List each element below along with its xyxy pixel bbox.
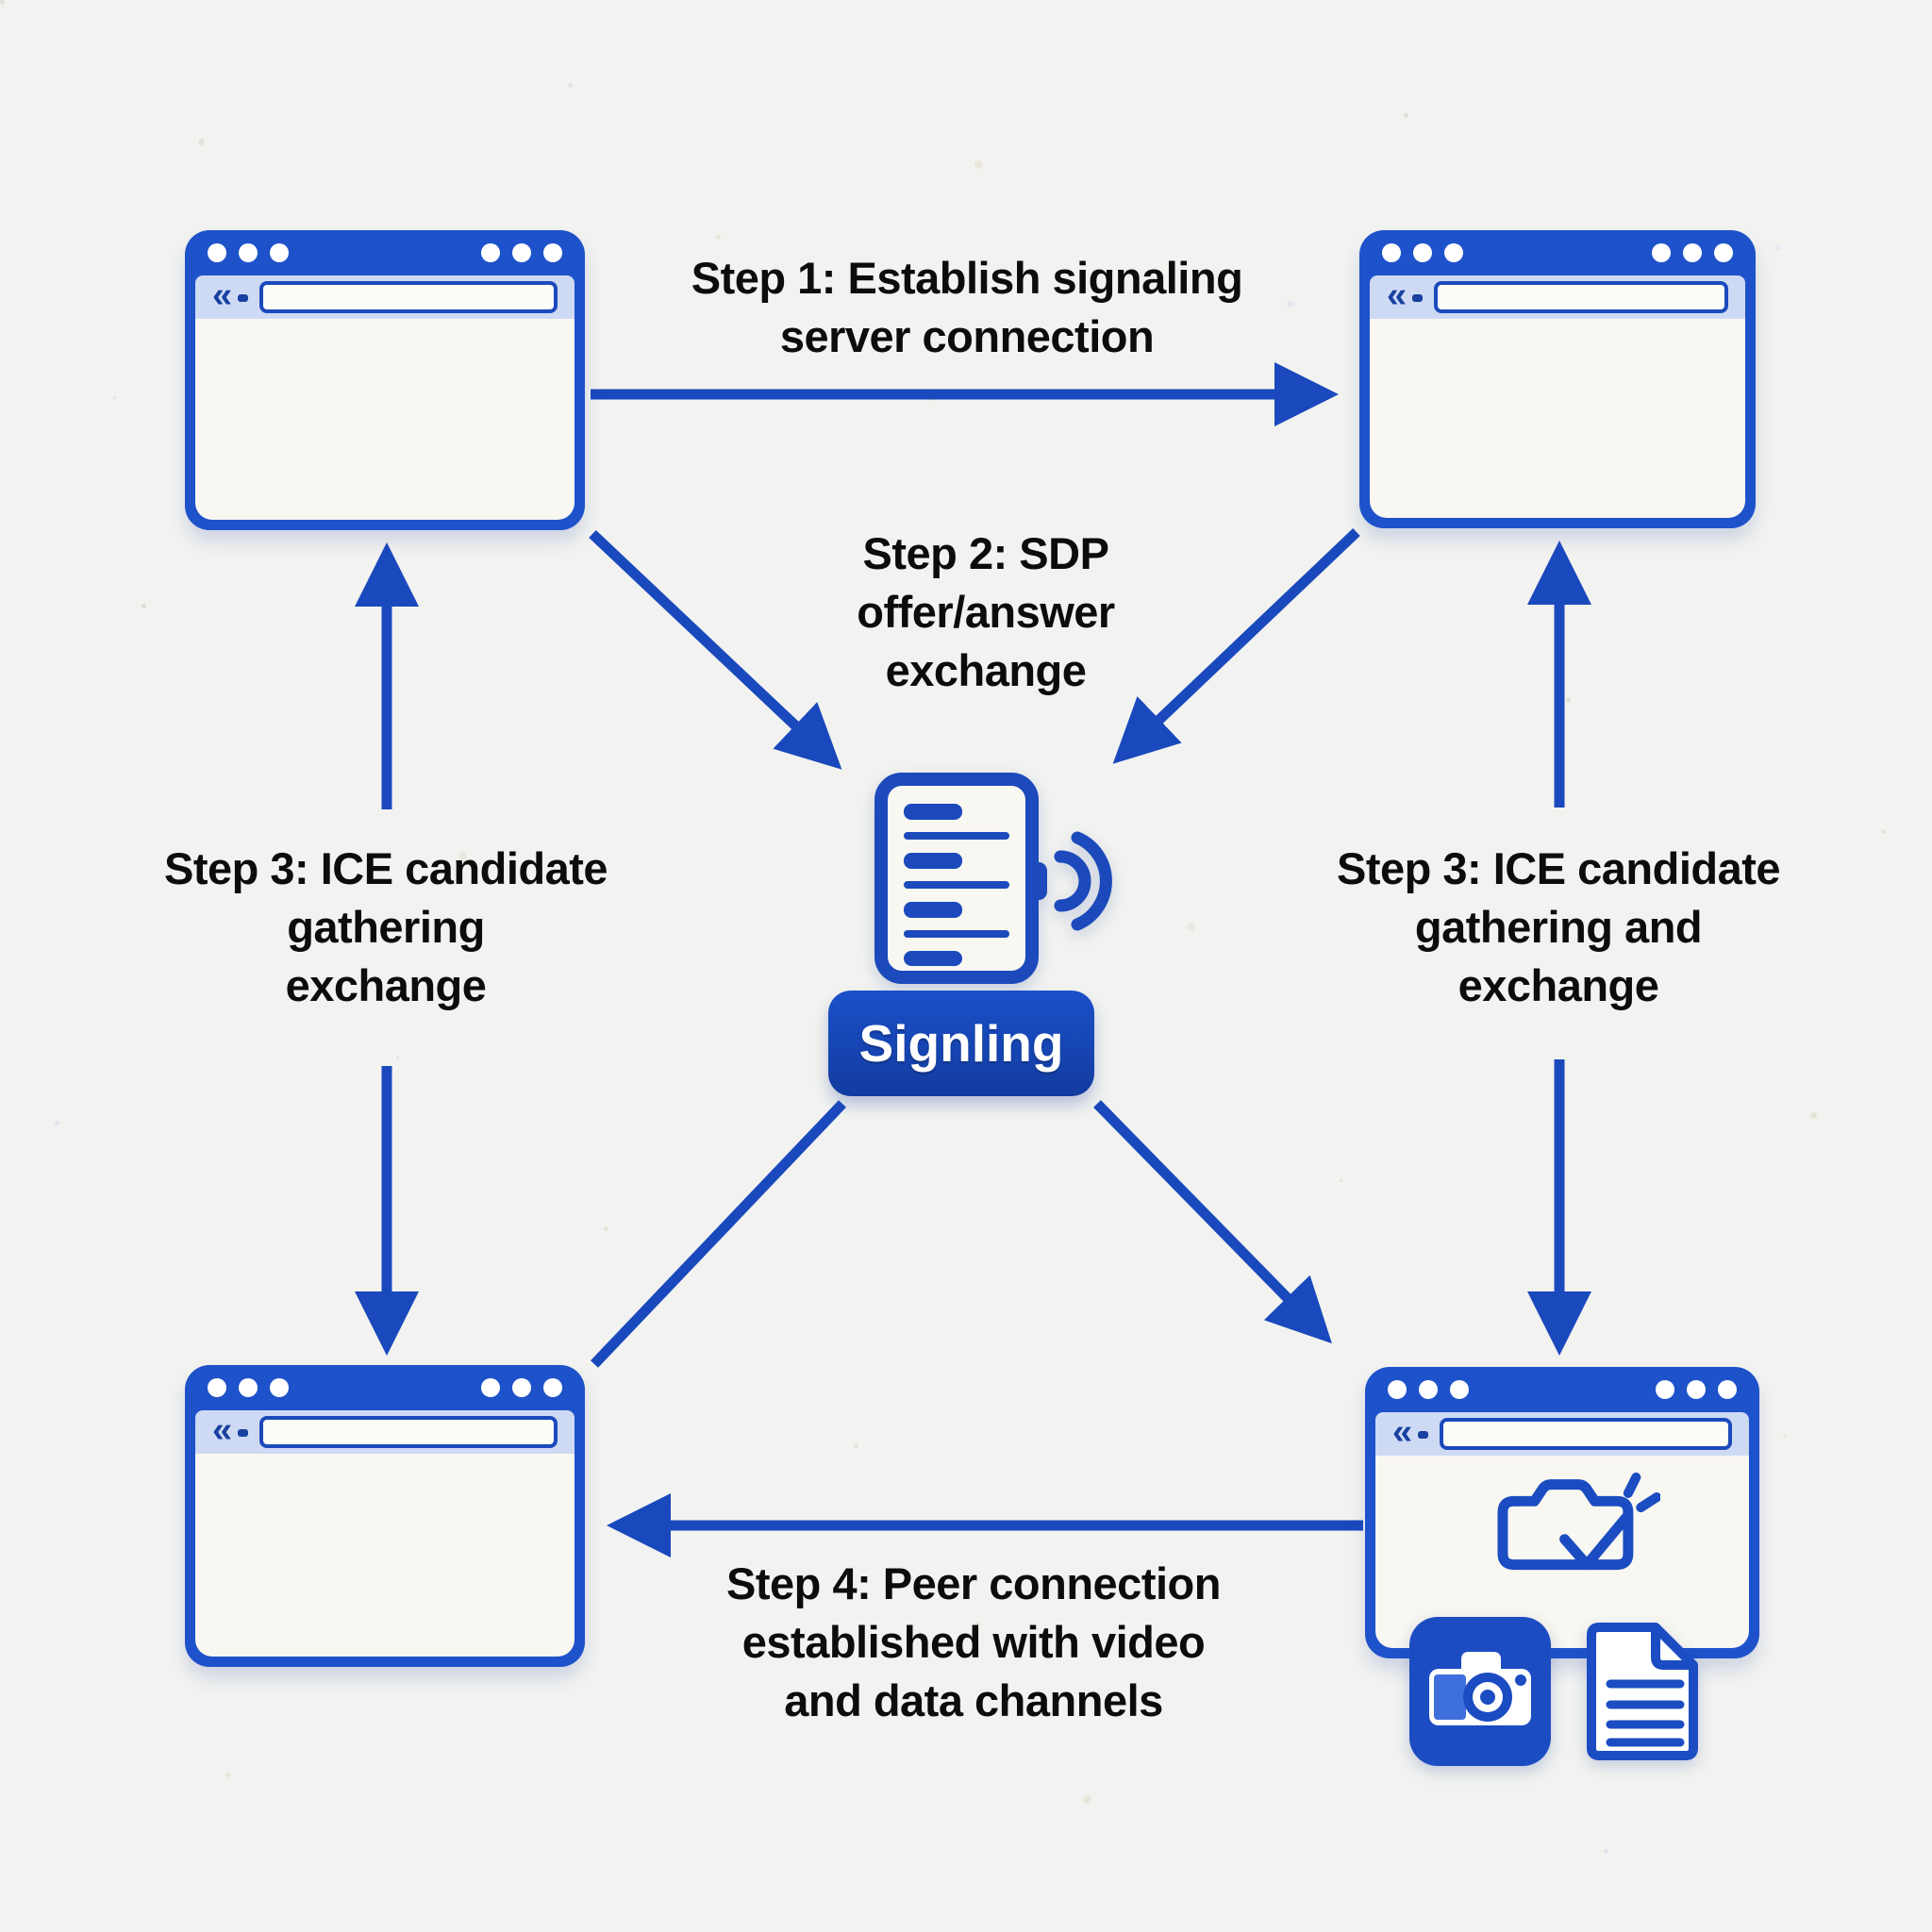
window-titlebar xyxy=(185,1365,585,1410)
signaling-badge-label: Signling xyxy=(858,1014,1064,1073)
step3-left-label-line1: Step 3: ICE candidate xyxy=(163,843,608,893)
window-dot xyxy=(512,243,531,262)
arrow-signaling-to-bottom-right xyxy=(1093,1100,1332,1344)
step1-label: Step 1: Establish signaling server conne… xyxy=(627,249,1307,366)
window-chrome: « xyxy=(195,1410,575,1657)
server-list-bars xyxy=(904,804,1047,966)
step1-label-line2: server connection xyxy=(779,311,1155,361)
window-chrome: « xyxy=(1375,1412,1749,1648)
window-dots-left xyxy=(208,1378,289,1397)
browser-window-top-right: « xyxy=(1359,230,1756,528)
signaling-badge: Signling xyxy=(828,991,1094,1096)
window-dot xyxy=(208,243,226,262)
window-dot xyxy=(1714,243,1733,262)
back-icon: « xyxy=(212,275,233,315)
back-icon: « xyxy=(1392,1412,1413,1452)
back-dash-icon xyxy=(238,294,249,302)
step2-label-line2: offer/answer xyxy=(857,587,1115,637)
window-titlebar xyxy=(1365,1367,1759,1412)
window-body xyxy=(1370,319,1745,518)
url-bar xyxy=(1434,281,1728,313)
window-dot xyxy=(1718,1380,1737,1399)
sound-waves-icon xyxy=(1054,831,1112,931)
window-body xyxy=(195,319,575,520)
step2-label-line3: exchange xyxy=(885,645,1087,695)
window-dot xyxy=(208,1378,226,1397)
window-dot xyxy=(1382,243,1401,262)
address-bar-row: « xyxy=(1375,1412,1749,1456)
step3-right-label-line1: Step 3: ICE candidate xyxy=(1336,843,1781,893)
step1-label-line1: Step 1: Establish signaling xyxy=(691,253,1243,303)
window-dot xyxy=(543,243,562,262)
window-dots-left xyxy=(1382,243,1463,262)
window-dot xyxy=(1652,243,1671,262)
window-dot xyxy=(239,1378,258,1397)
window-dots-right xyxy=(481,243,562,262)
window-chrome: « xyxy=(1370,275,1745,518)
step2-label: Step 2: SDP offer/answer exchange xyxy=(797,525,1174,700)
window-dot xyxy=(1687,1380,1706,1399)
step3-right-label: Step 3: ICE candidate gathering and exch… xyxy=(1275,840,1841,1015)
back-dash-icon xyxy=(1412,294,1424,302)
url-bar xyxy=(259,1416,558,1448)
camera-app-icon xyxy=(1409,1617,1551,1766)
window-dot xyxy=(543,1378,562,1397)
window-dot xyxy=(481,1378,500,1397)
step3-left-label: Step 3: ICE candidate gathering exchange xyxy=(103,840,669,1015)
step3-left-label-line3: exchange xyxy=(285,960,487,1010)
document-file-icon xyxy=(1587,1623,1698,1760)
url-bar xyxy=(259,281,558,313)
browser-window-bottom-left: « xyxy=(185,1365,585,1667)
window-dot xyxy=(1656,1380,1674,1399)
window-dot xyxy=(239,243,258,262)
window-dot xyxy=(481,243,500,262)
window-dot xyxy=(1444,243,1463,262)
back-dash-icon xyxy=(1418,1431,1429,1439)
step4-label-line3: and data channels xyxy=(784,1675,1163,1725)
address-bar-row: « xyxy=(1370,275,1745,319)
window-dot xyxy=(270,243,289,262)
window-dot xyxy=(270,1378,289,1397)
window-titlebar xyxy=(185,230,585,275)
step3-left-label-line2: gathering xyxy=(287,902,485,952)
window-dots-right xyxy=(481,1378,562,1397)
step4-label-line2: established with video xyxy=(741,1617,1206,1667)
address-bar-row: « xyxy=(195,1410,575,1454)
url-bar xyxy=(1440,1418,1732,1450)
window-titlebar xyxy=(1359,230,1756,275)
signaling-server-icon xyxy=(874,773,1112,984)
window-dot xyxy=(1683,243,1702,262)
address-bar-row: « xyxy=(195,275,575,319)
back-dash-icon xyxy=(238,1429,249,1437)
window-chrome: « xyxy=(195,275,575,520)
window-dot xyxy=(1419,1380,1438,1399)
arrow-step2-offer xyxy=(589,530,842,770)
back-icon: « xyxy=(1387,275,1407,315)
camera-sketch-icon xyxy=(1497,1473,1660,1571)
step4-label: Step 4: Peer connection established with… xyxy=(643,1555,1304,1730)
step3-right-label-line2: gathering and xyxy=(1414,902,1703,952)
browser-window-top-left: « xyxy=(185,230,585,530)
window-dot xyxy=(1413,243,1432,262)
window-dots-right xyxy=(1652,243,1733,262)
arrow-step2-answer xyxy=(1112,528,1360,764)
step4-label-line1: Step 4: Peer connection xyxy=(726,1558,1221,1608)
line-signaling-to-bottom-left xyxy=(591,1100,846,1368)
back-icon: « xyxy=(212,1410,233,1450)
window-dots-left xyxy=(1388,1380,1469,1399)
window-dot xyxy=(512,1378,531,1397)
window-body xyxy=(1375,1456,1749,1648)
browser-window-bottom-right: « xyxy=(1365,1367,1759,1766)
step2-label-line1: Step 2: SDP xyxy=(862,528,1109,578)
window-dots-right xyxy=(1656,1380,1737,1399)
window-dot xyxy=(1388,1380,1407,1399)
window-dot xyxy=(1450,1380,1469,1399)
step3-right-label-line3: exchange xyxy=(1457,960,1659,1010)
window-dots-left xyxy=(208,243,289,262)
window-body xyxy=(195,1454,575,1657)
